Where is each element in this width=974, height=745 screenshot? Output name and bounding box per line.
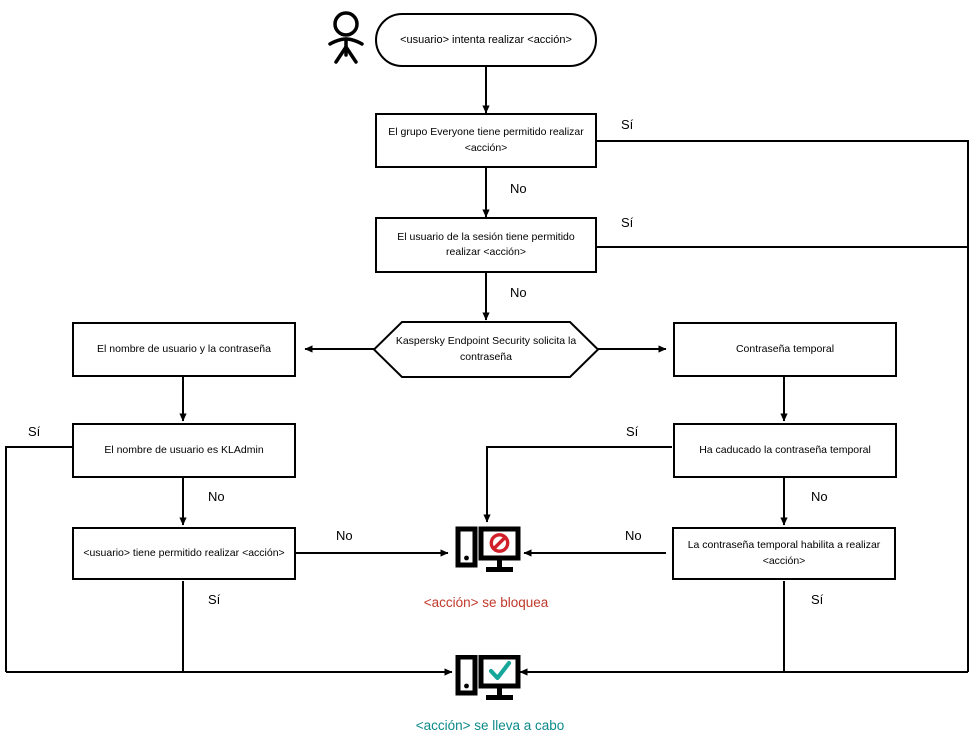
node-is-kladmin: El nombre de usuario es KLAdmin — [72, 423, 296, 478]
computer-allowed-icon — [455, 654, 521, 710]
user-actor-icon — [322, 10, 370, 73]
label-session-yes: Sí — [621, 215, 634, 230]
edge-expired-yes — [483, 446, 672, 523]
label-temp-enables-no: No — [625, 528, 642, 543]
node-temp-expired-label: Ha caducado la contraseña temporal — [699, 443, 871, 456]
label-temp-expired-no: No — [811, 489, 828, 504]
computer-blocked-icon — [455, 525, 521, 586]
node-temp-enables: La contraseña temporal habilita a realiz… — [672, 527, 896, 580]
label-session-no: No — [510, 285, 527, 300]
node-session-user-label: El usuario de la sesión tiene permitido … — [397, 230, 575, 258]
node-temp-expired: Ha caducado la contraseña temporal — [673, 423, 897, 478]
label-user-allowed-yes: Sí — [208, 592, 221, 607]
node-temp-password-label: Contraseña temporal — [735, 342, 835, 355]
edge-kladmin-yes — [5, 446, 73, 672]
node-temp-password: Contraseña temporal — [673, 322, 897, 377]
node-kes-prompt-shape — [372, 321, 600, 378]
edge-everyone-yes — [597, 140, 969, 672]
node-everyone-group: El grupo Everyone tiene permitido realiz… — [375, 113, 597, 168]
caption-done: <acción> se lleva a cabo — [415, 718, 565, 733]
caption-blocked: <acción> se bloquea — [423, 595, 549, 610]
label-kladmin-no: No — [208, 489, 225, 504]
label-temp-enables-yes: Sí — [811, 592, 824, 607]
start-node: <usuario> intenta realizar <acción> — [375, 13, 597, 67]
node-everyone-group-label: El grupo Everyone tiene permitido realiz… — [388, 126, 584, 154]
node-temp-enables-label: La contraseña temporal habilita a realiz… — [687, 539, 881, 567]
label-everyone-yes: Sí — [621, 117, 634, 132]
node-is-kladmin-label: El nombre de usuario es KLAdmin — [104, 443, 264, 456]
label-temp-expired-yes: Sí — [626, 424, 639, 439]
start-node-label: <usuario> intenta realizar <acción> — [400, 34, 572, 46]
node-user-allowed-label: <usuario> tiene permitido realizar <acci… — [83, 546, 285, 559]
label-kladmin-yes: Sí — [28, 424, 41, 439]
label-user-allowed-no: No — [336, 528, 353, 543]
node-username-password: El nombre de usuario y la contraseña — [72, 322, 296, 377]
node-user-allowed: <usuario> tiene permitido realizar <acci… — [72, 527, 296, 580]
node-username-password-label: El nombre de usuario y la contraseña — [97, 342, 271, 355]
node-session-user: El usuario de la sesión tiene permitido … — [375, 217, 597, 273]
label-everyone-no: No — [510, 181, 527, 196]
